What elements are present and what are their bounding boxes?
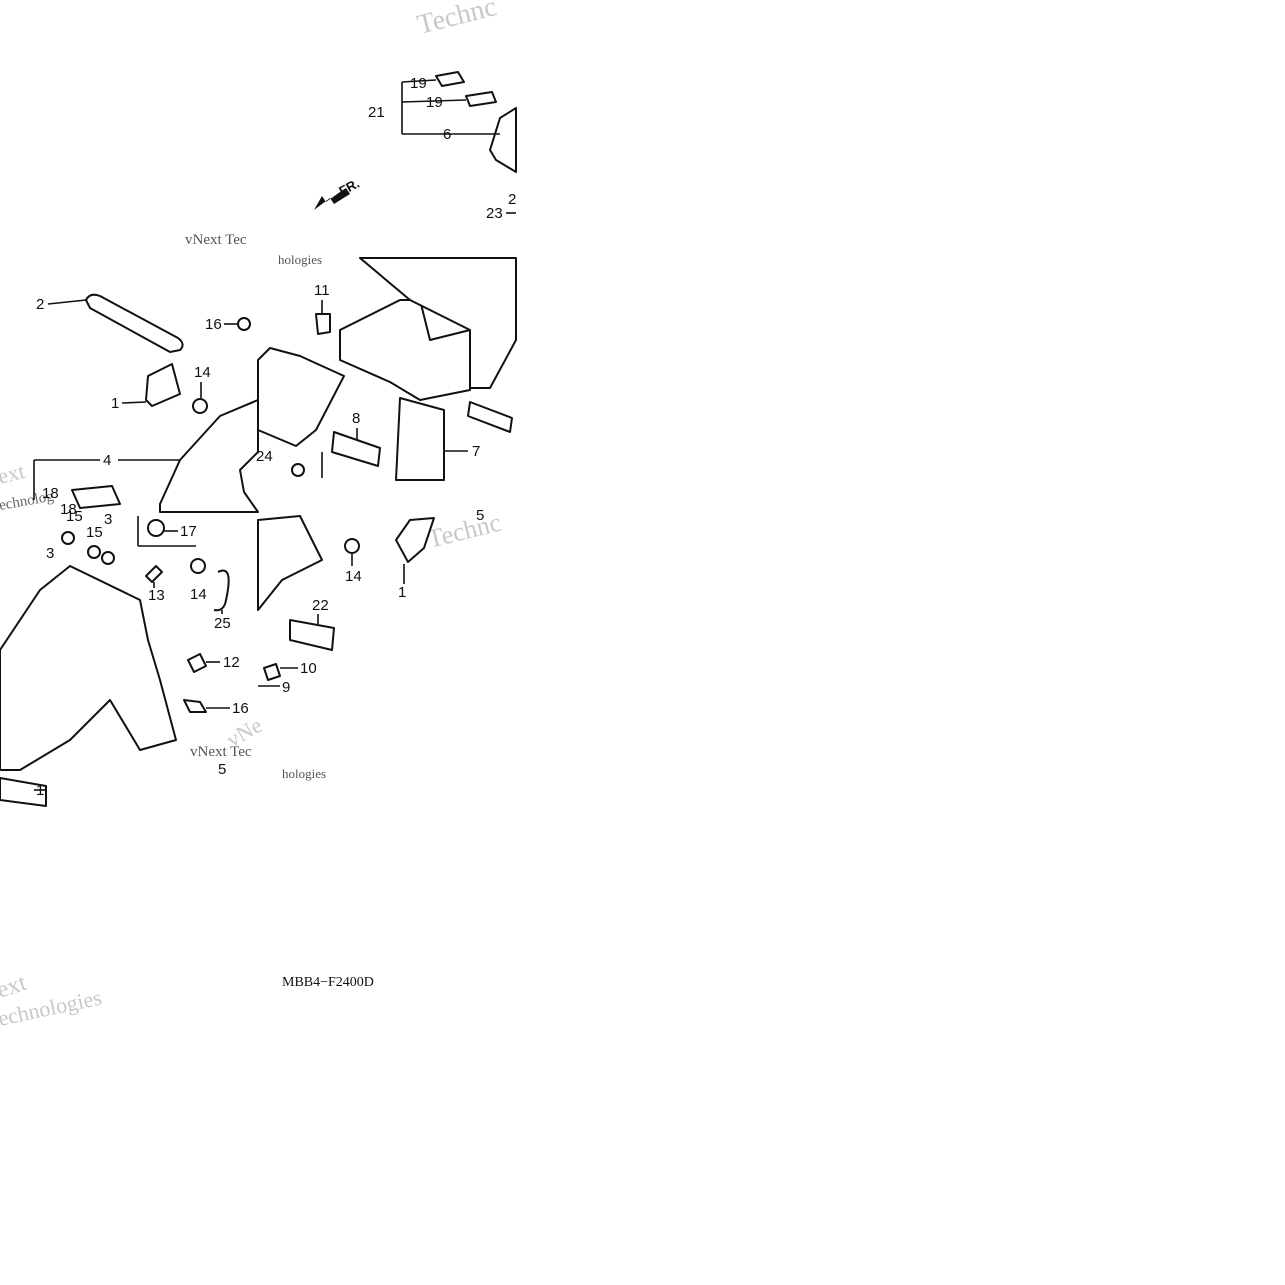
part-11-clip [315, 313, 331, 335]
callout-21: 21 [368, 104, 385, 121]
callout-22: 22 [312, 597, 329, 614]
callout-19: 19 [426, 94, 443, 111]
callout-10: 10 [300, 660, 317, 677]
callouts: 19 19 21 6 2 23 2 11 16 14 1 8 7 4 24 18… [36, 75, 516, 799]
callout-25: 25 [214, 615, 231, 632]
part-3-bolt-right [101, 551, 115, 565]
watermark: vNext Tec [190, 744, 252, 760]
part-17-grommet [147, 519, 165, 537]
callout-16: 16 [205, 316, 222, 333]
callout-2: 2 [508, 191, 516, 208]
callout-13: 13 [148, 587, 165, 604]
leader-19a [401, 79, 437, 83]
callout-24: 24 [256, 448, 273, 465]
callout-3: 3 [46, 545, 54, 562]
part-16-bolt-upper [237, 317, 251, 331]
callout-4: 4 [103, 452, 111, 469]
watermark: Technc [414, 0, 500, 41]
callout-1: 1 [398, 584, 406, 601]
callout-17: 17 [180, 523, 197, 540]
callout-19: 19 [410, 75, 427, 92]
part-24-nut [291, 463, 305, 477]
center-bracket [257, 347, 345, 447]
leader-2 [47, 299, 87, 305]
watermark: hologies [278, 252, 322, 267]
part-15-washer-left [61, 531, 75, 545]
part-7-mudflap [395, 397, 445, 481]
part-15-washer-right [87, 545, 101, 559]
callout-18: 18 [60, 501, 77, 518]
callout-9: 9 [282, 679, 290, 696]
inner-fender [257, 515, 323, 611]
rear-cowl [359, 257, 517, 389]
callout-14: 14 [194, 364, 211, 381]
part-19-upper [435, 71, 465, 87]
callout-12: 12 [223, 654, 240, 671]
watermark: Technc [424, 508, 503, 554]
callout-11: 11 [314, 282, 330, 299]
part-4-fender-body [159, 399, 259, 513]
callout-6: 6 [443, 126, 451, 143]
callout-18: 18 [42, 485, 59, 502]
part-1-reflector-lower [0, 777, 47, 807]
part-14-nut-center [344, 538, 360, 554]
leader-lines [34, 212, 516, 791]
part-1-reflector-upper [145, 363, 181, 407]
part-14-nut-upper [192, 398, 208, 414]
callout-3: 3 [104, 511, 112, 528]
part-13-bolt [145, 565, 163, 583]
part-25-hook [213, 569, 230, 612]
watermark: hologies [282, 766, 326, 781]
part-16-bolt-lower [183, 699, 207, 713]
part-8-plate-right [467, 401, 513, 433]
part-1-reflector-mid [395, 517, 435, 563]
front-arrow-icon [314, 188, 350, 210]
part-12-screw [187, 653, 207, 673]
part-2-seal [85, 293, 184, 353]
diagram-code: MBB4−F2400D [282, 975, 374, 990]
callout-2: 2 [36, 296, 44, 313]
parts-group-middle [71, 257, 517, 513]
part-8-plate [331, 431, 381, 467]
callout-1: 1 [111, 395, 119, 412]
callout-15: 15 [66, 508, 83, 525]
leader-19b [401, 99, 467, 103]
part-6-cover [489, 107, 517, 173]
callout-14: 14 [345, 568, 362, 585]
callout-23: 23 [486, 205, 503, 222]
lower-fender-body [0, 565, 177, 771]
part-19-lower [465, 91, 497, 107]
watermark: vNext Tec [185, 232, 247, 248]
callout-15: 15 [86, 524, 103, 541]
parts-group-lower [0, 452, 435, 807]
callout-5: 5 [476, 507, 484, 524]
watermark: ext [0, 970, 30, 1004]
callout-16: 16 [232, 700, 249, 717]
part-10-bolt [263, 663, 281, 681]
callout-14: 14 [190, 586, 207, 603]
callout-8: 8 [352, 410, 360, 427]
parts-group-upper: FR. [314, 71, 517, 210]
part-14-nut-lower [190, 558, 206, 574]
callout-7: 7 [472, 443, 480, 460]
watermark: ext [0, 458, 27, 489]
leader-1a [121, 401, 147, 404]
callout-5: 5 [218, 761, 226, 778]
part-22-plate [289, 619, 335, 651]
part-18-bracket [71, 485, 121, 509]
